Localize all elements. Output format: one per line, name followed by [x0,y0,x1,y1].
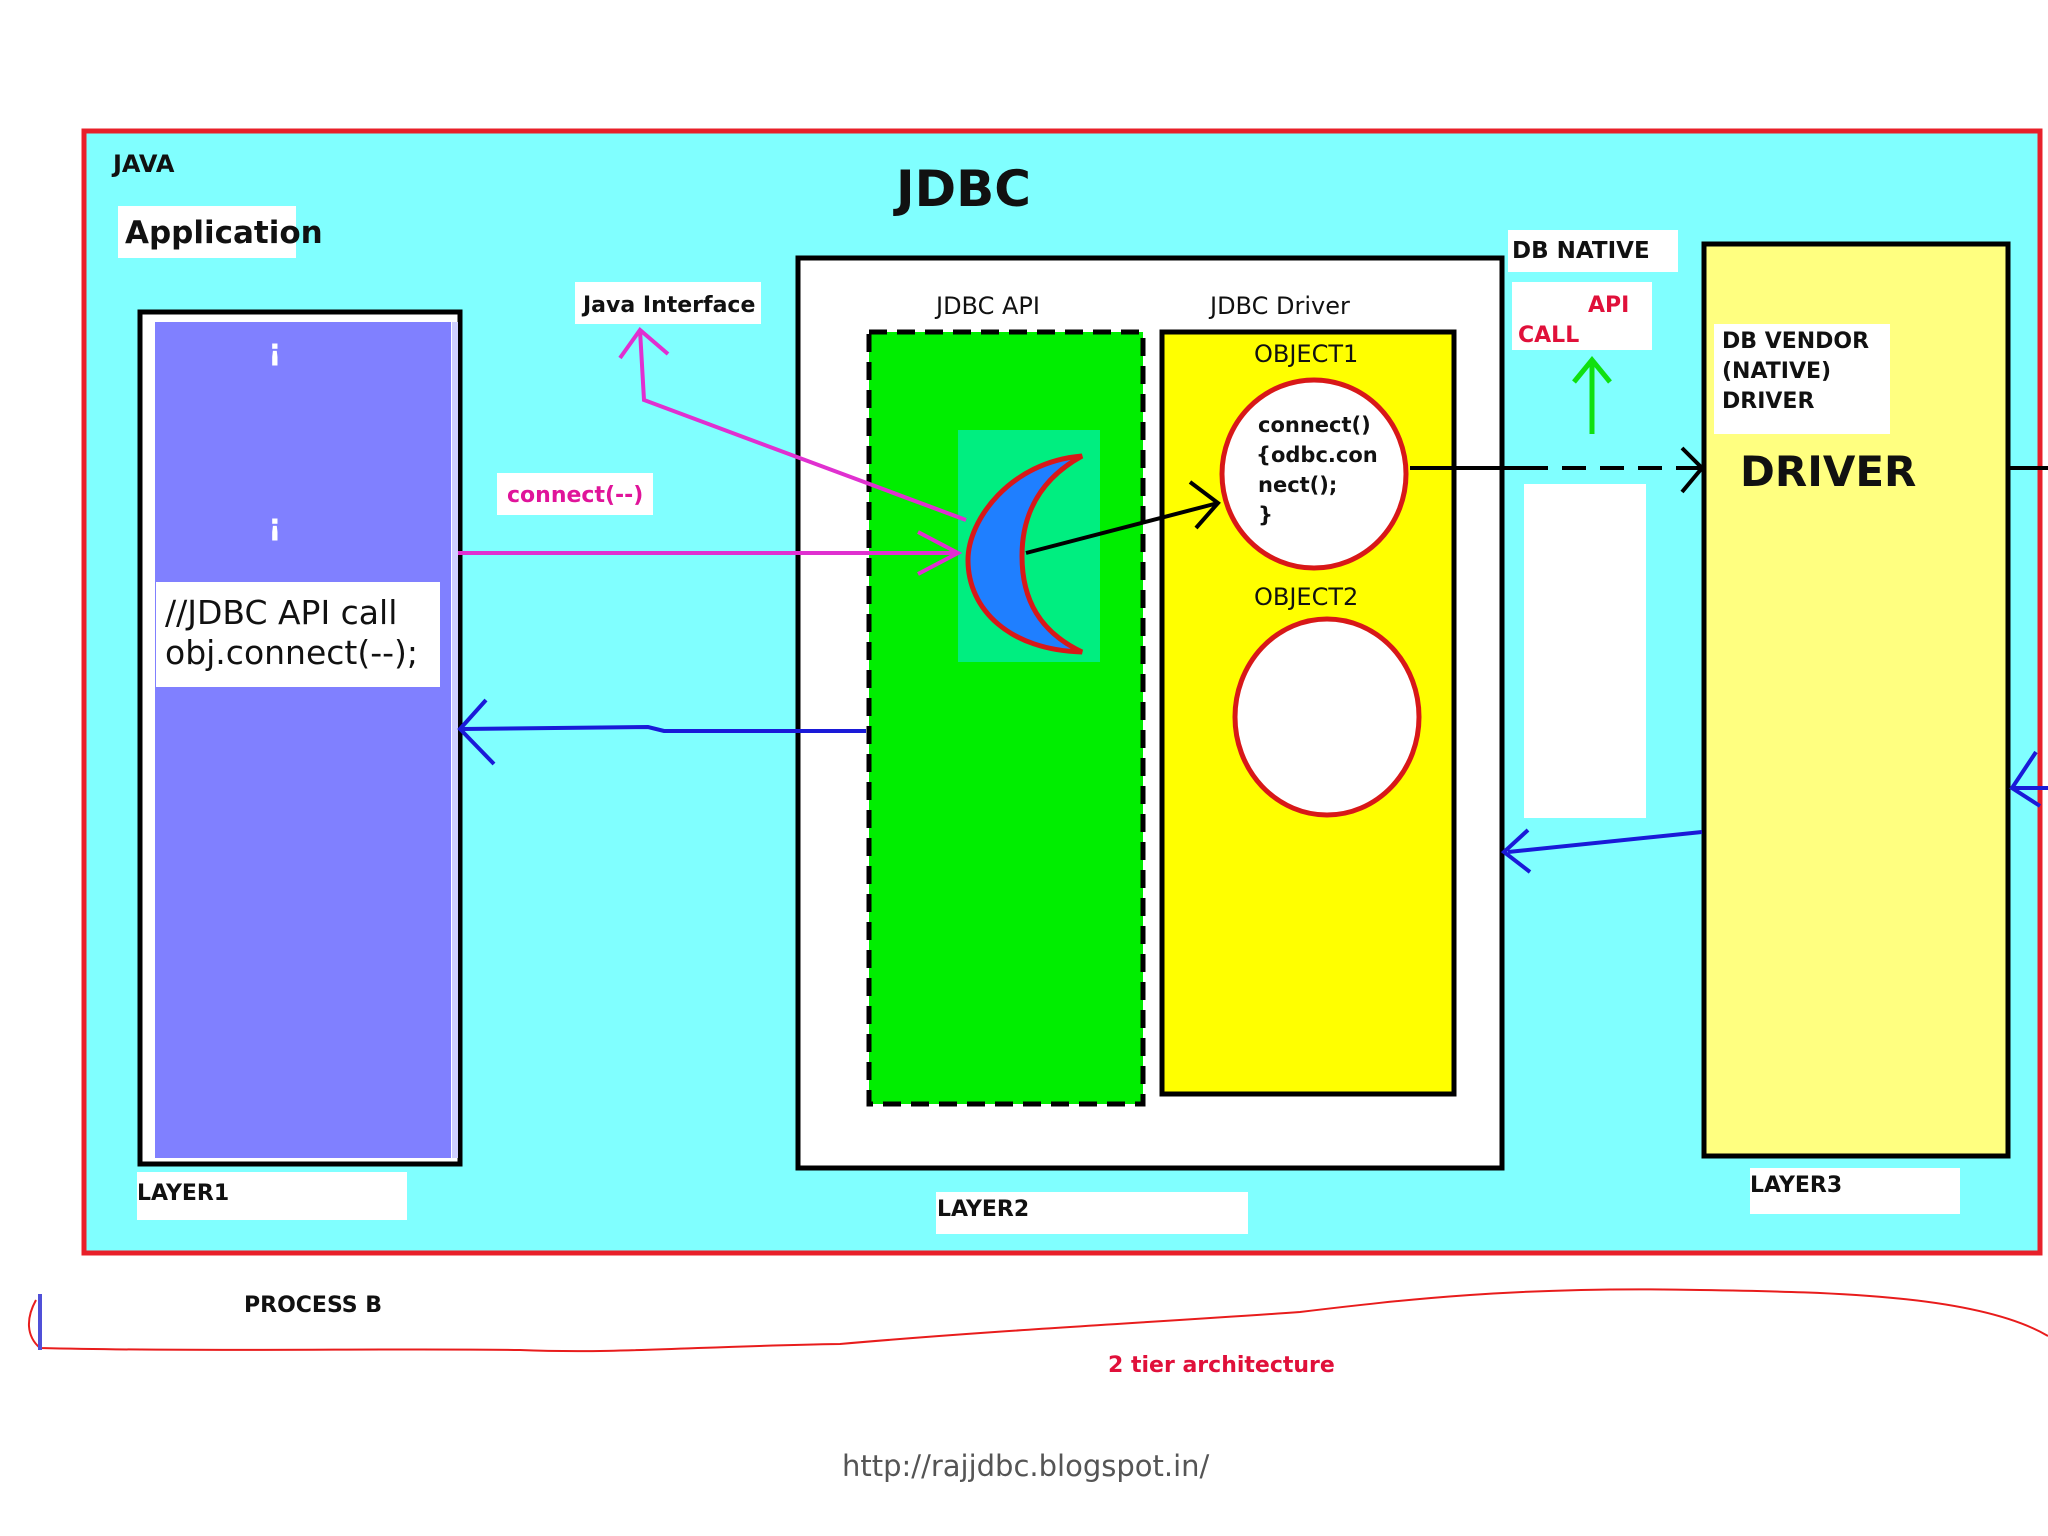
connect-code-2: {odbc.con [1256,443,1378,467]
api-call-label-1: API [1588,293,1629,318]
java-interface-arrow [638,329,967,522]
object1-label: OBJECT1 [1254,340,1358,368]
connect-code-1: connect() [1258,413,1371,437]
object2-circle [1232,616,1422,818]
api-to-object1-arrow [1025,501,1219,555]
process-b-label: PROCESS B [244,1293,382,1318]
return-arrow-layer1-head [457,698,496,766]
jdbc-title: JDBC [893,160,1031,218]
api-to-object1-arrowhead [1188,480,1221,530]
return-arrow-layer2-head [1500,828,1532,874]
jdbc-driver-label: JDBC Driver [1208,292,1350,320]
layer1-label: LAYER1 [137,1181,229,1206]
interface-moon-icon [965,453,1084,655]
tier-architecture-label: 2 tier architecture [1108,1353,1335,1378]
api-call-label-2: CALL [1518,323,1579,348]
connect-call-arrowhead [917,530,963,576]
process-boundary-curve [28,1288,2048,1353]
jdbc-call-comment: //JDBC API call [165,593,397,632]
java-interface-label: Java Interface [581,293,755,318]
return-arrow-layer1 [461,724,866,733]
return-arrow-layer3-head [2009,750,2042,808]
layer1-marker-2: ¡ [268,508,282,543]
java-label: JAVA [111,150,175,178]
db-native-label: DB NATIVE [1512,238,1650,264]
return-arrow-layer2 [1507,830,1703,854]
db-vendor-label-2: (NATIVE) [1722,359,1831,384]
object1-to-driver-arrowhead [1680,446,1705,494]
native-gap-panel [1524,484,1646,818]
driver-label: DRIVER [1740,447,1916,496]
jdbc-api-label: JDBC API [934,292,1040,320]
connect-code-3: nect(); [1258,473,1337,497]
object2-label: OBJECT2 [1254,583,1358,611]
application-label: Application [125,215,323,251]
jdbc-call-box [156,582,440,687]
layer1-marker-1: ¡ [268,333,282,368]
db-vendor-label-3: DRIVER [1722,389,1814,414]
connect-call-label: connect(--) [507,483,643,508]
layer2-label: LAYER2 [937,1197,1029,1222]
java-interface-arrowhead [618,327,670,360]
object1-circle [1219,377,1409,571]
jdbc-call-code: obj.connect(--); [165,633,418,672]
connect-code-4: } [1258,503,1273,527]
db-vendor-label-1: DB VENDOR [1722,329,1869,354]
layer3-label: LAYER3 [1750,1173,1842,1198]
footer-url: http://rajjdbc.blogspot.in/ [842,1449,1210,1483]
api-call-arrowhead [1572,356,1612,384]
